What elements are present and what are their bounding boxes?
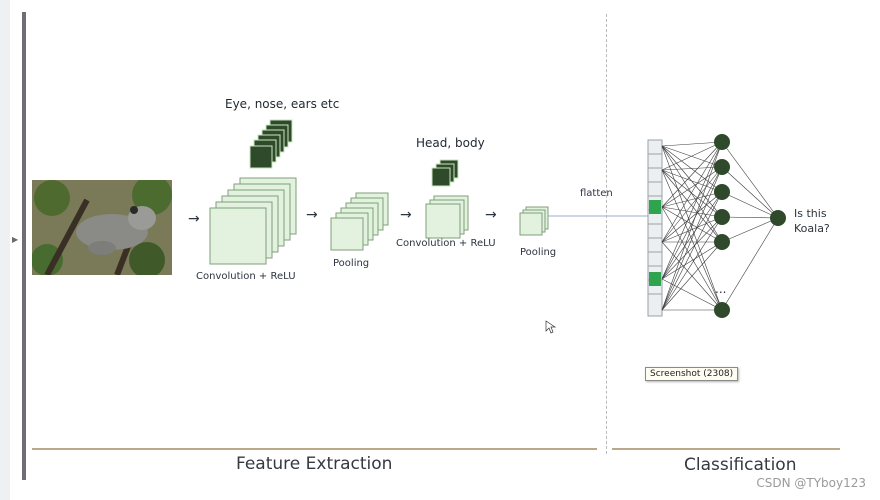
arrow-right-icon: →	[188, 211, 200, 227]
conv2-label: Convolution + ReLU	[396, 238, 496, 249]
section-rule-left	[32, 448, 597, 450]
feature-detector-stack-1	[249, 119, 293, 169]
arrow-right-icon: →	[400, 207, 412, 223]
pool1-label: Pooling	[333, 258, 370, 269]
dense-connections	[661, 141, 779, 311]
pool2-label: Pooling	[520, 247, 557, 258]
section-divider	[606, 14, 607, 454]
flatten-label: flatten	[580, 188, 613, 199]
left-strip	[0, 0, 10, 500]
conv2-feature-maps	[425, 195, 469, 239]
feature-label: Eye, nose, ears etc	[225, 97, 340, 111]
output-question: Is this Koala?	[794, 207, 830, 235]
flatten-vector	[647, 139, 663, 317]
pool1-feature-maps	[330, 192, 389, 251]
feature-detector-stack-2	[431, 159, 459, 187]
pool2-feature-maps	[519, 206, 549, 236]
watermark: CSDN @TYboy123	[756, 476, 866, 490]
side-arrow-icon[interactable]: ▶	[12, 235, 19, 244]
conv1-feature-maps	[209, 177, 297, 265]
output-neuron	[770, 210, 786, 226]
ellipsis: ...	[715, 282, 727, 296]
conv1-label: Convolution + ReLU	[196, 271, 296, 282]
left-edge-bar	[22, 12, 26, 480]
arrow-right-icon: →	[306, 207, 318, 223]
feature-label-2: Head, body	[416, 136, 485, 150]
section-title-classification: Classification	[684, 455, 797, 475]
hidden-neurons	[714, 134, 730, 318]
section-title-feature-extraction: Feature Extraction	[236, 454, 393, 474]
section-rule-right	[612, 448, 840, 450]
screenshot-tooltip: Screenshot (2308)	[645, 367, 739, 381]
arrow-right-icon: →	[485, 207, 497, 223]
koala-image	[32, 180, 172, 275]
cursor-icon	[545, 320, 557, 334]
